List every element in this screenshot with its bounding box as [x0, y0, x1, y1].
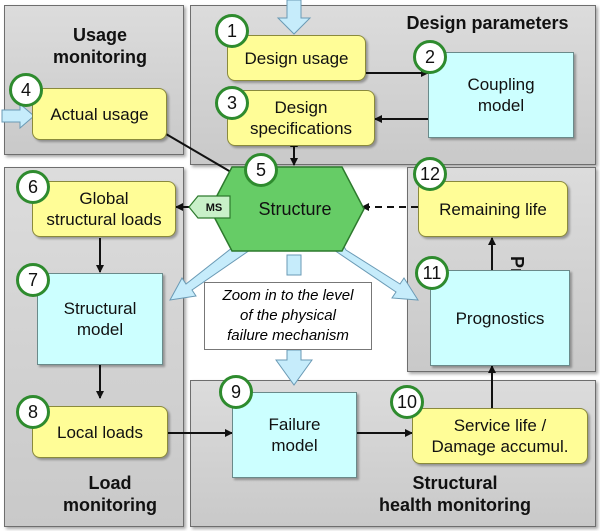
input-arrow-actual-usage	[1, 102, 35, 130]
zoom-arrow-down	[286, 254, 302, 276]
number-badge-4: 4	[9, 73, 43, 107]
ms-tag	[188, 195, 231, 219]
number-badge-2: 2	[413, 40, 447, 74]
design-specifications-box: Design specifications	[227, 90, 375, 146]
zoom-arrow-right	[333, 239, 419, 301]
failure-model-box: Failure model	[232, 392, 357, 478]
structural-model-box: Structural model	[37, 273, 163, 365]
number-badge-12: 12	[413, 157, 447, 191]
number-badge-10: 10	[390, 385, 424, 419]
design-parameters-title: Design parameters	[406, 13, 569, 33]
number-badge-8: 8	[16, 395, 50, 429]
number-badge-3: 3	[215, 86, 249, 120]
zoom-in-callout: Zoom in to the level of the physical fai…	[204, 282, 372, 350]
usage-monitoring-title: Usage monitoring	[53, 25, 147, 67]
structure-label: Structure	[258, 198, 332, 219]
number-badge-5: 5	[244, 153, 278, 187]
coupling-model-box: Coupling model	[428, 52, 574, 138]
number-badge-1: 1	[215, 14, 249, 48]
number-badge-9: 9	[219, 375, 253, 409]
local-loads-box: Local loads	[32, 406, 168, 458]
zoom-arrow-bottom	[275, 349, 313, 386]
ms-label: MS	[206, 202, 223, 214]
number-badge-7: 7	[16, 263, 50, 297]
actual-usage-box: Actual usage	[32, 88, 167, 140]
input-arrow-design-usage	[276, 0, 312, 35]
service-life-box: Service life / Damage accumul.	[412, 408, 588, 464]
design-usage-box: Design usage	[227, 35, 366, 81]
load-monitoring-title: Load monitoring	[63, 473, 157, 515]
prognostics-box: Prognostics	[430, 270, 570, 366]
structural-health-monitoring-title: Structural health monitoring	[379, 473, 531, 515]
number-badge-6: 6	[16, 170, 50, 204]
global-structural-loads-box: Global structural loads	[32, 181, 176, 237]
number-badge-11: 11	[415, 256, 449, 290]
remaining-life-box: Remaining life	[418, 181, 568, 237]
zoom-arrow-left	[169, 239, 251, 301]
